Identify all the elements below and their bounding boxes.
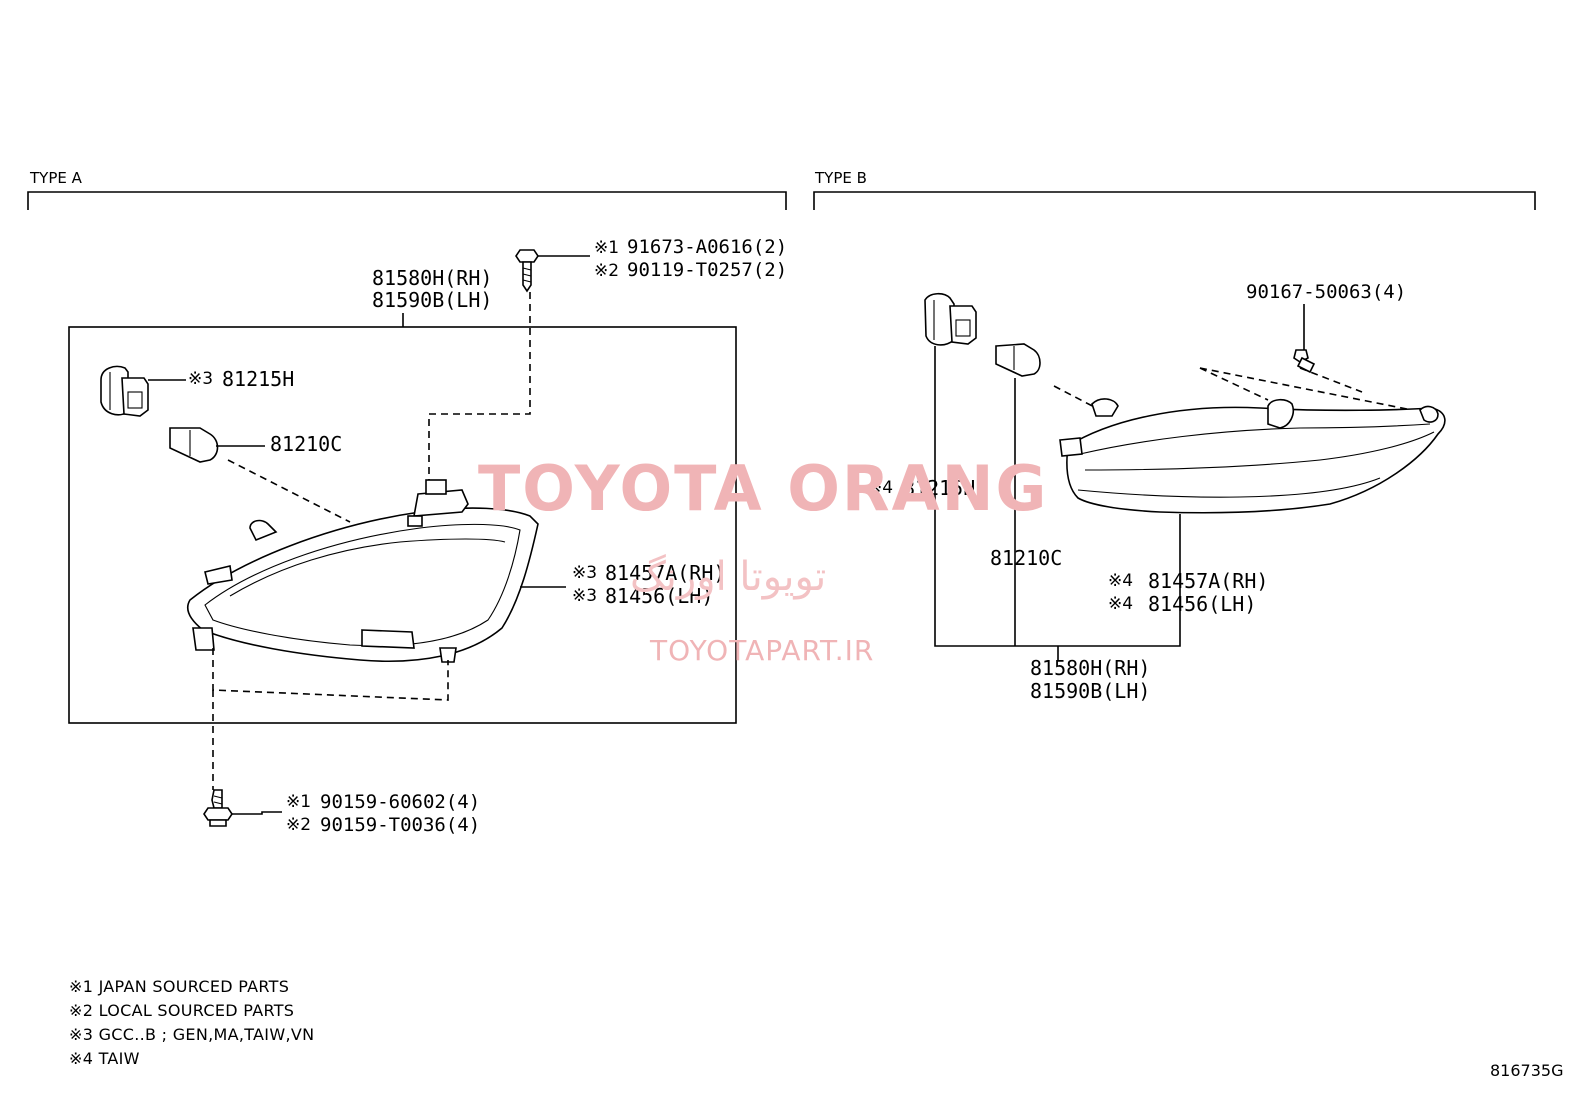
type-b-lens-lh: 81456(LH)	[1148, 592, 1256, 616]
type-b-group: 90167-50063(4)	[868, 281, 1446, 703]
note-2: ※2 LOCAL SOURCED PARTS	[69, 1001, 294, 1020]
type-a-bracket	[27, 191, 787, 210]
type-b-bulb-part: 81210C	[990, 546, 1062, 570]
note-4: ※4 TAIW	[69, 1049, 140, 1068]
watermark-persian: تویوتا اورنگ	[630, 554, 826, 600]
top-bolt-mark-2: ※2	[594, 261, 619, 281]
type-b-lens-rh: 81457A(RH)	[1148, 569, 1268, 593]
type-b-socket-part: 81215H	[903, 476, 975, 500]
type-a-lens-mark-lh: ※3	[572, 586, 597, 606]
bottom-bolt-mark-2: ※2	[286, 815, 311, 835]
bottom-bolt-part-2: 90159-T0036(4)	[320, 814, 480, 836]
top-bolt-part-2: 90119-T0257(2)	[627, 259, 787, 281]
note-1: ※1 JAPAN SOURCED PARTS	[69, 977, 289, 996]
type-b-label: TYPE B	[814, 169, 867, 187]
type-b-lens-mark-lh: ※4	[1108, 594, 1133, 614]
note-3: ※3 GCC..B ; GEN,MA,TAIW,VN	[69, 1025, 314, 1044]
type-a-lens-rh: 81457A(RH)	[605, 561, 725, 585]
bottom-bolt-part-1: 90159-60602(4)	[320, 791, 480, 813]
type-b-bulb-icon	[995, 343, 1041, 377]
type-b-bracket	[813, 191, 1536, 210]
figure-code: 816735G	[1490, 1061, 1563, 1080]
type-b-bolt-part: 90167-50063(4)	[1246, 281, 1406, 303]
type-b-bolt-icon	[1293, 349, 1316, 374]
type-a-group: 81580H(RH) 81590B(LH) ※1 91673-A0616(2) …	[68, 236, 787, 836]
type-b-socket-icon	[924, 292, 977, 346]
type-b-lamp-icon	[1059, 398, 1446, 514]
watermark-site: TOYOTAPART.IR	[649, 634, 874, 667]
type-a-lens-mark-rh: ※3	[572, 563, 597, 583]
type-a-bulb-part: 81210C	[270, 432, 342, 456]
type-b-socket-mark: ※4	[868, 478, 893, 498]
watermark: TOYOTA ORANG تویوتا اورنگ TOYOTAPART.IR	[478, 452, 1048, 667]
notes-legend: ※1 JAPAN SOURCED PARTS ※2 LOCAL SOURCED …	[69, 977, 314, 1068]
top-bolt-part-1: 91673-A0616(2)	[627, 236, 787, 258]
type-a-bottom-bolt-icon	[203, 789, 233, 827]
type-a-socket-mark: ※3	[188, 369, 213, 389]
type-a-lens-lh: 81456(LH)	[605, 584, 713, 608]
type-a-assembly-lh: 81590B(LH)	[372, 288, 492, 312]
type-b-assembly-lh: 81590B(LH)	[1030, 679, 1150, 703]
top-bolt-mark-1: ※1	[594, 238, 619, 258]
type-b-lens-mark-rh: ※4	[1108, 571, 1133, 591]
type-a-headlamp-icon	[187, 479, 539, 663]
type-a-socket-icon	[100, 365, 149, 417]
type-a-socket-part: 81215H	[222, 367, 294, 391]
bottom-bolt-mark-1: ※1	[286, 792, 311, 812]
watermark-brand: TOYOTA ORANG	[478, 452, 1048, 525]
type-a-top-bolt-icon	[515, 249, 539, 293]
type-a-bulb-icon	[169, 427, 219, 463]
type-a-label: TYPE A	[29, 169, 83, 187]
type-b-assembly-rh: 81580H(RH)	[1030, 656, 1150, 680]
type-a-assembly-rh: 81580H(RH)	[372, 266, 492, 290]
